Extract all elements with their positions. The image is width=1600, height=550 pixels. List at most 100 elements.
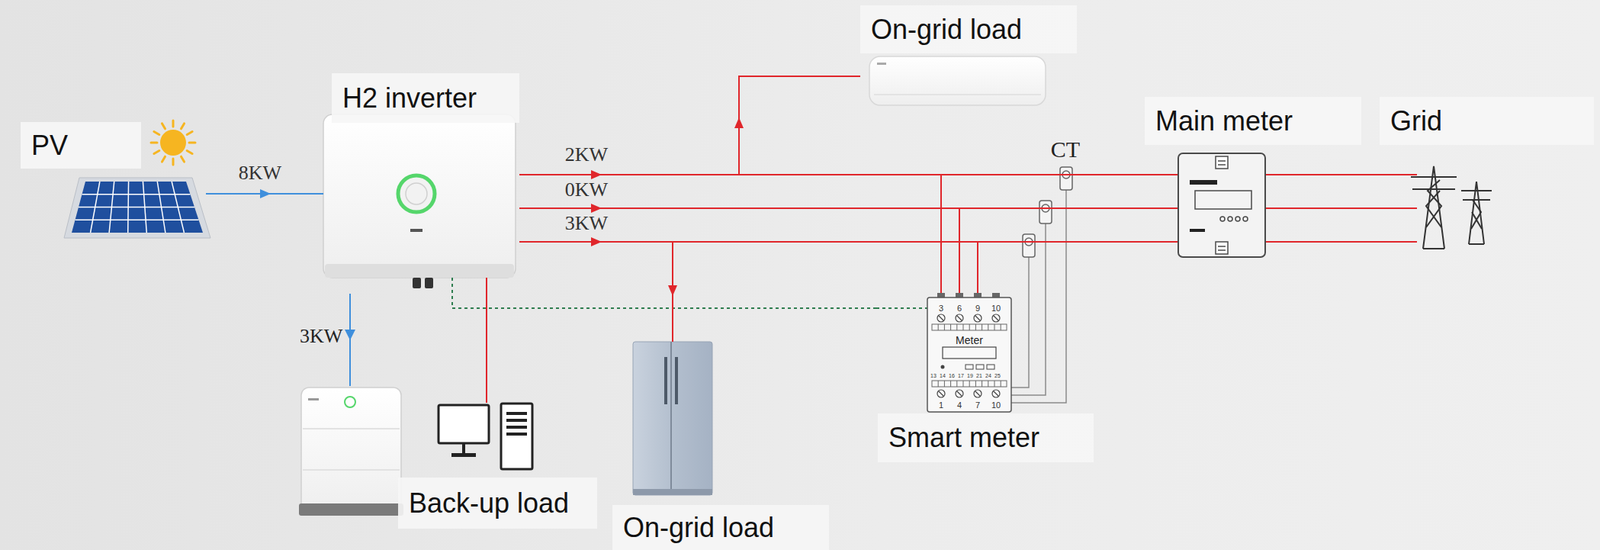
meter-node: Main meter <box>1144 96 1362 258</box>
smart-meter-device <box>927 292 1012 412</box>
smart-meter-device-part-part <box>975 380 977 387</box>
power-wire-part <box>1265 173 1417 176</box>
smart-meter-device-part-part <box>994 380 996 387</box>
label-box: On-grid load <box>860 5 1077 54</box>
ct-wire-part <box>1011 257 1029 388</box>
main-meter-device-part <box>1235 216 1241 222</box>
computer-icon-part <box>506 411 527 436</box>
air-conditioner-icon-part <box>869 56 1046 106</box>
arrow-head <box>591 203 602 213</box>
sun-icon-part <box>154 151 160 155</box>
power-wire-part <box>1143 240 1179 243</box>
smart-meter-device-part-part <box>956 324 958 331</box>
main-meter-device-part <box>1215 241 1228 254</box>
computer-icon-part <box>438 404 489 444</box>
meter-node: Smart meter <box>877 295 1094 463</box>
ct-clamp-part <box>1039 200 1052 224</box>
smart-meter-device-part-part <box>1000 324 1002 331</box>
smart-meter-device-part <box>992 292 1000 298</box>
transmission-tower-part <box>1423 247 1445 250</box>
smart-meter-device-part-part <box>992 389 1000 398</box>
terminal-number: 14 <box>939 372 946 379</box>
main-meter-device-part <box>1243 216 1248 222</box>
device-label: Meter <box>955 334 984 346</box>
smart-meter-device-part <box>937 314 1000 398</box>
smart-meter-device-part-part <box>957 391 962 396</box>
inverter-body <box>323 114 516 289</box>
smart-meter-device-part-part <box>975 391 980 396</box>
grid-node: Grid <box>1379 96 1594 258</box>
load-node: On-grid load <box>612 341 829 550</box>
component-name: Grid <box>1390 105 1443 137</box>
air-conditioner-icon-part <box>873 93 1041 96</box>
sun-icon-part <box>181 123 185 129</box>
computer-icon-part <box>451 453 476 457</box>
air-conditioner-icon-part <box>877 62 887 65</box>
sun-icon-part <box>154 131 160 135</box>
smart-meter-device-part <box>937 292 945 298</box>
smart-meter-device-part-part <box>938 380 939 387</box>
power-value: 0KW <box>565 179 608 200</box>
smart-meter-device-part <box>931 324 1007 331</box>
connector-line <box>452 277 878 309</box>
component-name: Main meter <box>1155 105 1293 137</box>
ct-wire <box>1011 189 1067 403</box>
terminal-number: 9 <box>975 304 980 313</box>
smart-meter-device-part-part <box>937 389 945 398</box>
connector-line <box>519 76 861 175</box>
smart-meter-device-part <box>942 346 996 359</box>
label-box: Main meter <box>1144 96 1362 145</box>
main-meter-device-part <box>1217 163 1226 166</box>
sun-icon-part <box>181 156 185 162</box>
smart-meter-device-part-part <box>963 380 964 387</box>
sun-icon <box>151 120 196 165</box>
terminal-number: 17 <box>957 372 964 379</box>
computer-icon <box>438 403 533 470</box>
smart-meter-device-part-part <box>955 389 964 398</box>
ct-label: CT <box>1050 138 1080 161</box>
connector <box>519 170 1145 180</box>
terminal-number: 10 <box>991 304 1001 313</box>
transmission-tower-part <box>1426 190 1442 228</box>
fridge-icon-part <box>632 488 713 495</box>
label-box: H2 inverter <box>331 73 520 123</box>
transmission-tower-part <box>1471 199 1482 229</box>
smart-meter-device-part <box>955 292 964 298</box>
smart-meter-device-part-part <box>937 314 945 322</box>
sun-icon-part <box>189 141 196 145</box>
inverter-body-part <box>405 183 428 205</box>
arrow-head <box>591 170 602 180</box>
smart-meter-device-part-part <box>975 315 980 321</box>
ct-wire-part <box>1011 223 1046 396</box>
transmission-tower-part <box>1410 176 1457 178</box>
ct-clamp <box>1022 167 1073 258</box>
sun-icon-part <box>160 129 187 156</box>
label-box: Grid <box>1379 96 1594 145</box>
main-meter-device-part <box>1217 249 1226 251</box>
load-node: On-grid load <box>860 5 1077 106</box>
power-wire-part <box>1265 207 1417 209</box>
power-value: 2KW <box>565 144 608 165</box>
computer-icon-part <box>462 443 466 454</box>
label-box: PV <box>20 122 142 169</box>
inverter-body-part <box>398 175 435 213</box>
label-box: Smart meter <box>877 413 1094 463</box>
ct-clamp-part <box>1060 167 1073 190</box>
connector <box>452 277 878 309</box>
component-name: H2 inverter <box>342 82 477 114</box>
smart-meter-device-part <box>976 364 984 370</box>
battery-part <box>298 503 404 516</box>
solar-panel-part <box>78 206 195 209</box>
main-meter-device-part <box>1178 153 1266 258</box>
connector <box>1361 208 1380 209</box>
smart-meter-device-part-part <box>950 324 952 331</box>
transmission-tower-part <box>1471 212 1482 229</box>
connector <box>519 203 1145 213</box>
terminal-number: 13 <box>930 372 937 379</box>
label-box: Back-up load <box>398 477 598 529</box>
main-meter-device-part <box>1189 228 1205 232</box>
power-wire-part <box>976 241 979 295</box>
fridge-icon-part <box>674 356 678 405</box>
computer-icon-part-part <box>506 411 527 415</box>
